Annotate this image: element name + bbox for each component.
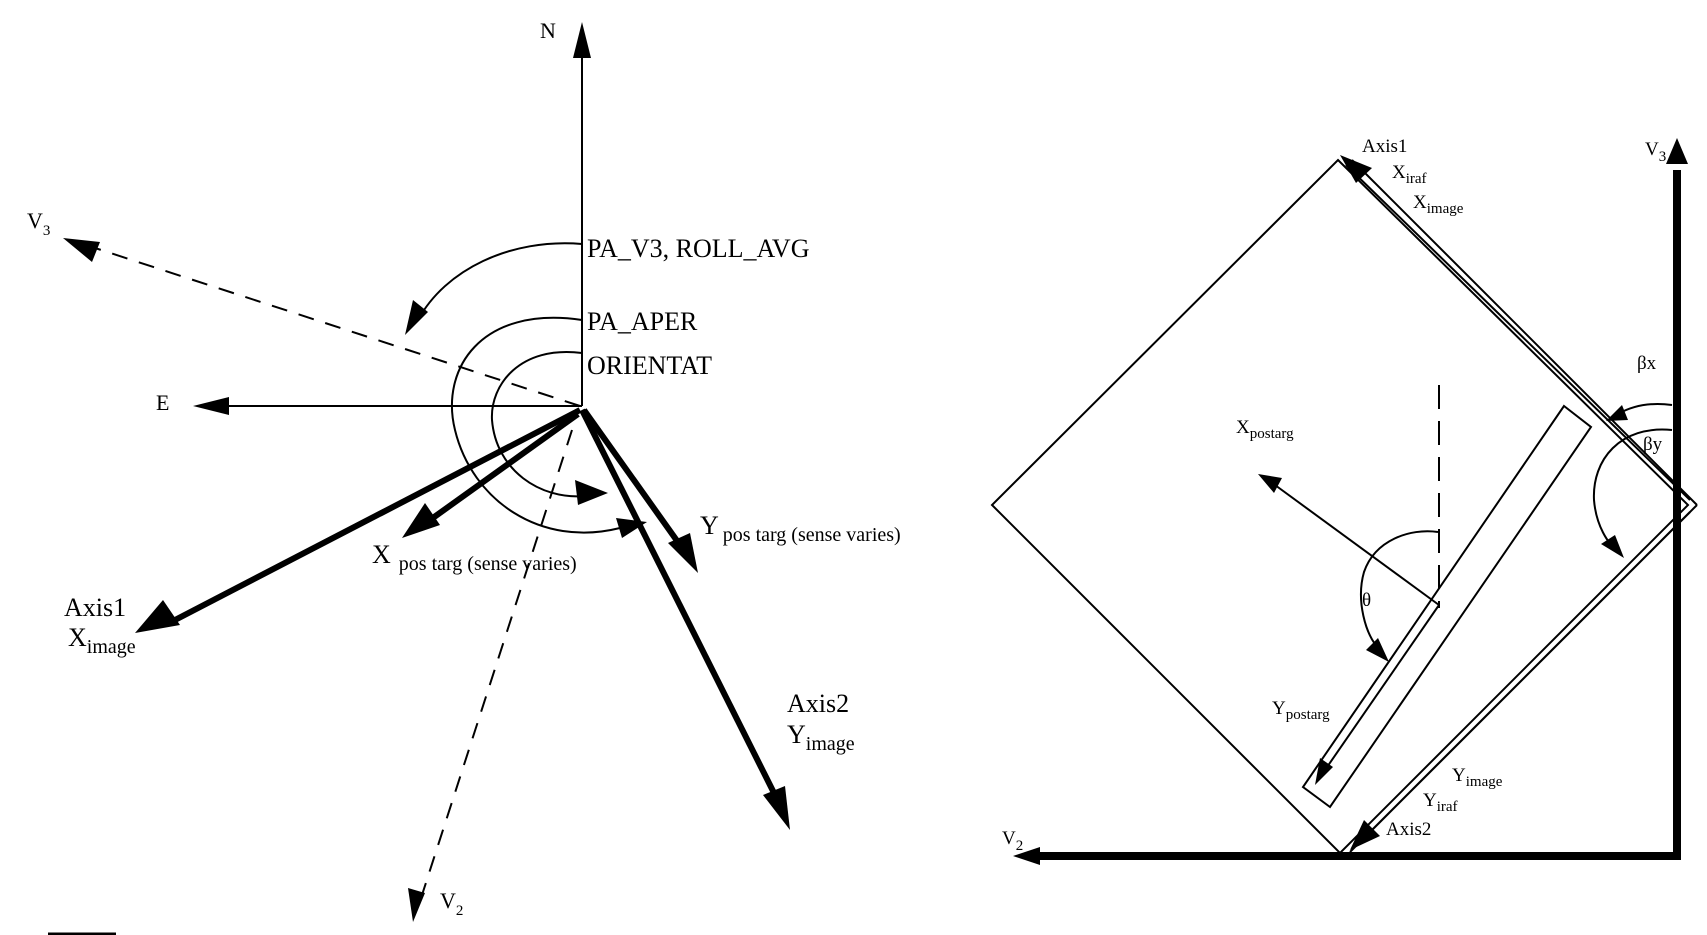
north-label: N: [540, 18, 556, 43]
beta-x-arc: [1617, 403, 1673, 415]
left-diagram: N E V3 V2 PA_V3, ROLL_AVG PA_APER ORIENT…: [27, 18, 901, 935]
pa-v3-label: PA_V3, ROLL_AVG: [587, 234, 810, 263]
theta-arrowhead-icon: [1366, 638, 1389, 662]
x-postarg-arrow: [1274, 484, 1440, 606]
axis1-arrowhead-icon: [135, 600, 180, 633]
y-postarg-arrow: [581, 408, 683, 547]
axis1-arrowhead-icon: [1340, 155, 1372, 183]
v2-dashed-axis: [421, 429, 573, 896]
beta-y-arc: [1592, 428, 1673, 551]
y-postarg-arrow: [1324, 604, 1440, 771]
v3-dashed-axis: [94, 247, 581, 407]
right-axis2-label: Axis2: [1386, 819, 1431, 840]
y-postarg-arrowhead-icon: [668, 533, 698, 573]
left-axis2-label: Axis2: [787, 689, 849, 718]
right-diagram: V3 V2 Axis1 Xiraf Ximage Yimage Yiraf Ax…: [990, 136, 1698, 865]
right-axis1-label: Axis1: [1362, 136, 1407, 157]
beta-y-arrowhead-icon: [1601, 535, 1624, 558]
slit-rectangle: [1301, 404, 1593, 809]
x-postarg-arrowhead-icon: [402, 503, 440, 538]
axis2-y-image-arrow: [579, 408, 778, 797]
right-x-iraf-label: Xiraf: [1392, 162, 1427, 187]
left-y-image-label: Yimage: [787, 720, 855, 755]
right-y-image-label: Yimage: [1452, 765, 1503, 790]
right-y-iraf-label: Yiraf: [1423, 790, 1458, 815]
v2-label: V2: [440, 888, 463, 919]
x-postarg-arrowhead-icon: [1258, 474, 1282, 493]
theta-label: θ: [1362, 590, 1371, 611]
v2-arrowhead-icon: [408, 888, 425, 922]
left-axis1-label: Axis1: [64, 593, 126, 622]
beta-x-label: βx: [1637, 353, 1657, 374]
orientat-label: ORIENTAT: [587, 351, 712, 380]
v3-arrowhead-icon: [63, 238, 100, 262]
right-x-postarg-label: Xpostarg: [1236, 417, 1294, 442]
y-postarg-arrowhead-icon: [1315, 758, 1333, 785]
right-v2-label: V2: [1002, 828, 1023, 854]
axis1-double-line-b: [1351, 159, 1698, 506]
north-arrowhead-icon: [573, 22, 591, 58]
axis2-arrowhead-icon: [1350, 820, 1380, 850]
east-arrowhead-icon: [193, 397, 229, 415]
pa-aper-arc: [450, 316, 639, 534]
axis1-double-line-a: [1345, 164, 1691, 501]
beta-x-arrowhead-icon: [1606, 405, 1628, 421]
axis2-arrowhead-icon: [763, 786, 790, 830]
orientat-arrowhead-icon: [575, 480, 608, 505]
v3-label: V3: [27, 208, 50, 239]
pa-aper-label: PA_APER: [587, 307, 698, 336]
axis1-x-image-arrow: [173, 407, 582, 623]
beta-y-label: βy: [1643, 434, 1663, 455]
pa-v3-arrowhead-icon: [405, 300, 428, 335]
orientat-arc: [490, 350, 601, 498]
right-v3-label: V3: [1645, 139, 1666, 165]
v3-arrowhead-icon: [1666, 138, 1688, 164]
left-x-image-label: Ximage: [68, 623, 136, 658]
pa-v3-arc: [417, 242, 583, 321]
east-label: E: [156, 390, 169, 415]
v2-arrowhead-icon: [1013, 847, 1040, 865]
x-postarg-arrow: [428, 411, 580, 523]
theta-arc: [1360, 530, 1439, 651]
axis2-double-line-b: [1349, 511, 1691, 853]
right-x-image-label: Ximage: [1413, 192, 1464, 217]
right-y-postarg-label: Ypostarg: [1272, 698, 1330, 723]
